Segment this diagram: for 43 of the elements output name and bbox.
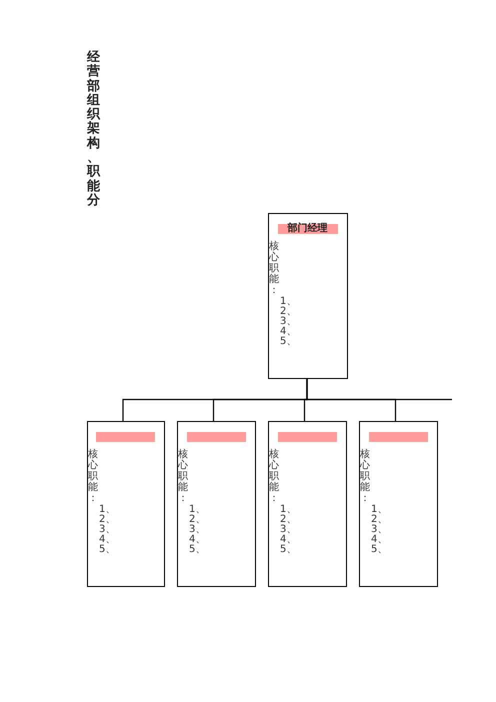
- list-number: 4、: [371, 535, 388, 545]
- title-bar: [368, 432, 428, 442]
- role-card: [268, 213, 348, 379]
- list-number: 3、: [371, 525, 388, 535]
- list-number: 2、: [280, 307, 296, 317]
- list-number: 1、: [189, 505, 206, 515]
- role-card: [359, 421, 438, 587]
- connector-line: [306, 379, 452, 400]
- list-number: 1、: [99, 505, 116, 515]
- list-number: 5、: [280, 545, 296, 555]
- job-title: 部门经理: [288, 224, 328, 234]
- title-bar: [278, 432, 336, 442]
- title-bar: [96, 432, 154, 442]
- list-number: 3、: [280, 525, 296, 535]
- list-number: 5、: [371, 545, 388, 555]
- list-number: 4、: [99, 535, 116, 545]
- role-card: [87, 421, 165, 587]
- duty-heading: 核心职能：: [269, 449, 279, 504]
- page-title: 经营部组织架构、职能分: [87, 51, 100, 208]
- list-number: 5、: [99, 545, 116, 555]
- list-number: 3、: [280, 317, 296, 327]
- list-number: 4、: [280, 535, 296, 545]
- list-number: 2、: [189, 515, 206, 525]
- list-number: 3、: [99, 525, 116, 535]
- role-card: [177, 421, 256, 587]
- list-number: 4、: [189, 535, 206, 545]
- duty-heading: 核心职能：: [88, 449, 98, 504]
- title-bar: [278, 224, 338, 234]
- list-number: 5、: [280, 337, 296, 347]
- list-number: 3、: [189, 525, 206, 535]
- title-bar: [186, 432, 246, 442]
- duty-heading: 核心职能：: [360, 449, 370, 504]
- list-number: 4、: [280, 327, 296, 337]
- list-number: 1、: [280, 505, 296, 515]
- list-number: 5、: [189, 545, 206, 555]
- list-number: 2、: [280, 515, 296, 525]
- list-number: 1、: [371, 505, 388, 515]
- list-number: 2、: [99, 515, 116, 525]
- role-card: [268, 421, 347, 587]
- list-number: 1、: [280, 297, 296, 307]
- duty-heading: 核心职能：: [178, 449, 188, 504]
- list-number: 2、: [371, 515, 388, 525]
- duty-heading: 核心职能：: [269, 241, 279, 296]
